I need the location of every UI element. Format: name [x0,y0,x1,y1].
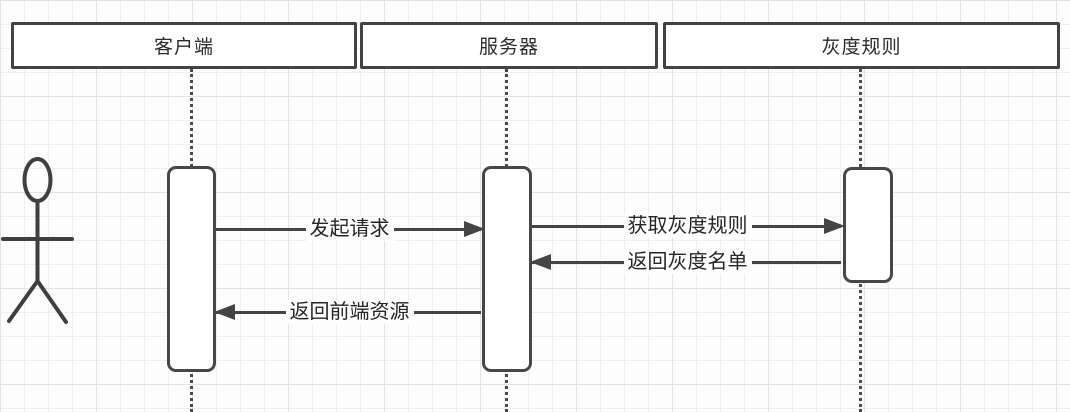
message-return-gray-list-label: 返回灰度名单 [623,250,752,274]
stick-figure-actor-icon [1,157,74,324]
message-request: 发起请求 [216,215,485,243]
message-return-frontend-resources: 返回前端资源 [214,298,483,326]
message-request-label: 发起请求 [305,217,394,241]
message-get-gray-rules-label: 获取灰度规则 [623,214,752,238]
message-get-gray-rules: 获取灰度规则 [532,212,845,240]
participant-gray-rule-label: 灰度规则 [821,37,902,58]
participant-server: 服务器 [360,22,658,69]
participant-client: 客户端 [11,22,357,69]
arrowhead-right-icon [824,218,845,234]
activation-bar-client [167,166,216,372]
participant-server-label: 服务器 [478,37,539,58]
activation-bar-server [482,166,532,372]
participant-gray-rule: 灰度规则 [663,22,1060,69]
participant-client-label: 客户端 [153,37,214,58]
message-return-gray-list: 返回灰度名单 [530,248,843,276]
arrowhead-right-icon [464,221,485,237]
activation-bar-gray-rule [843,167,893,283]
message-return-frontend-resources-label: 返回前端资源 [285,300,414,324]
arrowhead-left-icon [530,254,551,270]
arrowhead-left-icon [214,304,235,320]
